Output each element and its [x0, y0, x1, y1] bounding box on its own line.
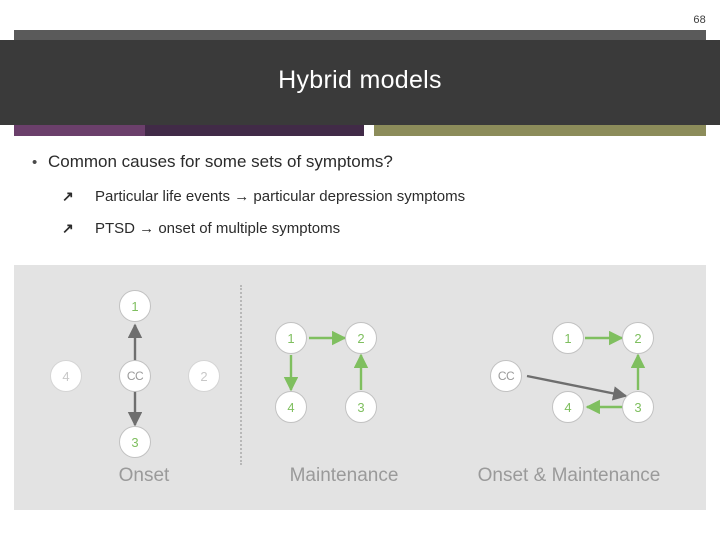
accent-bar-gap	[364, 125, 374, 136]
node-2: 2	[345, 322, 377, 354]
panel-divider	[240, 285, 242, 465]
node-2: 2	[188, 360, 220, 392]
node-1: 1	[119, 290, 151, 322]
arrow-marker-icon: ↗	[62, 220, 74, 236]
bullet-marker: •	[32, 154, 38, 171]
panel-label-onset-maintenance: Onset & Maintenance	[477, 465, 661, 486]
node-4: 4	[552, 391, 584, 423]
figure-hybrid-models: 1 4 CC 2 3 1 2 4 3 1 2 CC 4 3 Onset Main…	[14, 265, 706, 510]
panel-label-maintenance: Maintenance	[289, 465, 399, 486]
accent-bar-olive	[374, 125, 706, 136]
node-cc: CC	[119, 360, 151, 392]
bullet-level2-1-text: Particular life events → particular depr…	[95, 188, 466, 205]
node-1: 1	[552, 322, 584, 354]
bullet-level2-1: ↗ Particular life events → particular de…	[62, 188, 465, 205]
arrow-marker-icon: ↗	[62, 188, 74, 204]
bullet-level2-2: ↗ PTSD → onset of multiple symptoms	[62, 220, 340, 237]
panel-label-onset: Onset	[118, 465, 170, 486]
accent-bar-purple	[14, 125, 145, 136]
figure-arrows	[127, 323, 646, 427]
node-3: 3	[119, 426, 151, 458]
node-4: 4	[50, 360, 82, 392]
node-4: 4	[275, 391, 307, 423]
bullet-level2-2-text: PTSD → onset of multiple symptoms	[95, 220, 341, 237]
bullet-level1-text: Common causes for some sets of symptoms?	[48, 152, 393, 171]
page-title: Hybrid models	[278, 66, 442, 94]
node-3: 3	[622, 391, 654, 423]
title-band	[0, 40, 720, 125]
header-band	[14, 30, 706, 40]
bullet-level1: • Common causes for some sets of symptom…	[32, 152, 393, 172]
node-1: 1	[275, 322, 307, 354]
page-number: 68	[693, 14, 706, 26]
node-3: 3	[345, 391, 377, 423]
accent-bar-dark-purple	[145, 125, 364, 136]
node-cc: CC	[490, 360, 522, 392]
node-2: 2	[622, 322, 654, 354]
